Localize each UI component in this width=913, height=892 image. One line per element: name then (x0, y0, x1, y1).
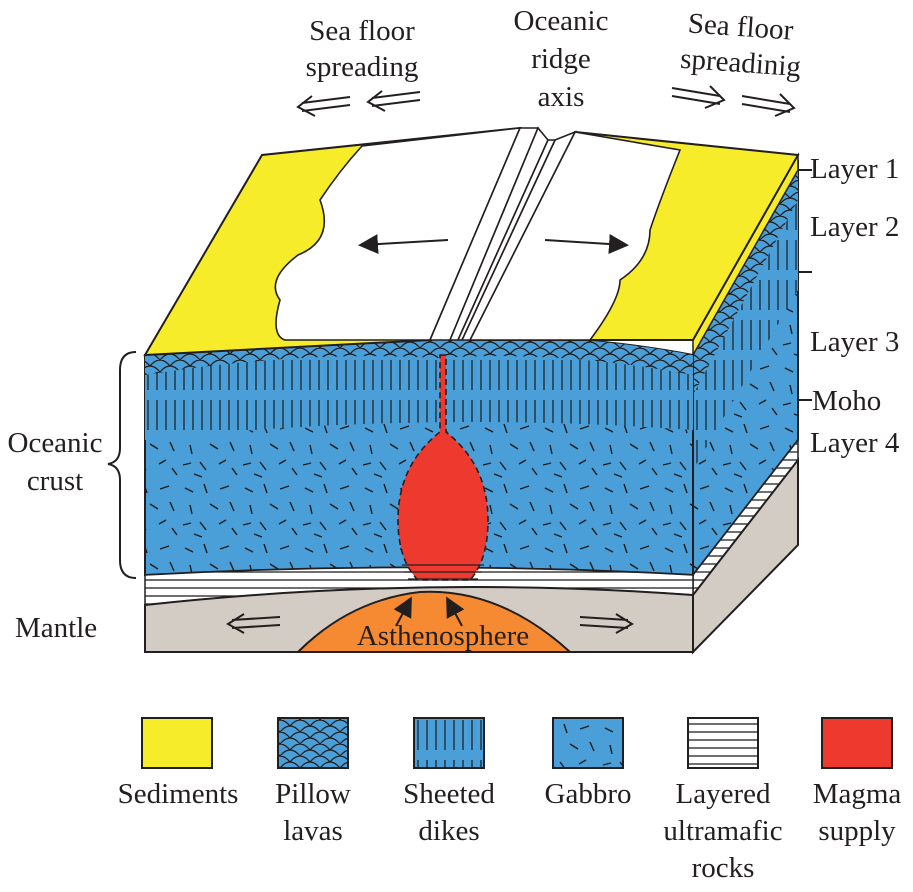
legend-label-sediments: Sediments (118, 778, 239, 810)
ridge-rift (428, 126, 577, 341)
label-moho: Moho (812, 385, 881, 417)
surface-arrows (358, 234, 629, 255)
front-face-dikes (145, 350, 693, 440)
magma-chamber (397, 354, 489, 581)
legend-swatch-pillow-lavas (277, 717, 349, 769)
legend-label-layered-2: ultramafic (663, 815, 782, 847)
top-right-floor (468, 131, 682, 341)
label-right-spreading: Sea floor spreadinig (679, 7, 802, 83)
asthenosphere-body (295, 590, 573, 653)
label-left-spreading: Sea floor spreading (306, 15, 419, 83)
label-layer-4: Layer 4 (810, 427, 900, 459)
legend-swatch-layered-ultramafic (687, 717, 759, 769)
legend-swatch-magma-supply (821, 717, 893, 769)
magma-arrows (393, 596, 465, 627)
label-ridge-axis: Oceanic ridge axis (514, 5, 609, 113)
block-diagram (143, 126, 800, 655)
label-oceanic-crust-1: Oceanic (8, 427, 103, 459)
side-label-ticks (798, 169, 812, 401)
label-asthenosphere: Asthenosphere (357, 620, 529, 652)
legend-label-layered-1: Layered (676, 778, 771, 810)
label-layer-3: Layer 3 (810, 326, 899, 358)
label-left-spreading-1: Sea floor (309, 15, 415, 47)
right-face-dikes (693, 200, 798, 470)
label-ridge-2: ridge (531, 43, 591, 75)
legend-label-dikes-1: Sheeted (403, 778, 495, 810)
legend-label-magma-2: supply (818, 815, 896, 847)
double-arrows-top (296, 85, 796, 117)
label-left-spreading-2: spreading (306, 51, 419, 83)
top-left-floor (274, 127, 522, 341)
label-oceanic-crust-2: crust (27, 465, 83, 497)
legend-swatch-sediments (141, 717, 213, 769)
label-layer-2: Layer 2 (810, 211, 899, 243)
legend-label-dikes-2: dikes (418, 815, 479, 847)
legend-label-layered-3: rocks (692, 852, 755, 884)
label-layer-1: Layer 1 (810, 153, 899, 185)
oceanic-crust-bracket (107, 351, 137, 579)
legend-label-pillow-1: Pillow (275, 778, 351, 810)
label-ridge-1: Oceanic (514, 5, 609, 37)
magma-chamber-lines (402, 564, 484, 580)
legend: Sediments Pillow lavas Sheeted dikes Gab… (118, 717, 902, 884)
legend-swatch-sheeted-dikes (413, 717, 485, 769)
legend-label-gabbro: Gabbro (545, 778, 632, 810)
label-right-spreading-2: spreadinig (679, 43, 802, 83)
double-arrows-mantle (226, 613, 634, 634)
label-right-spreading-1: Sea floor (687, 7, 795, 46)
legend-label-pillow-2: lavas (283, 815, 343, 847)
label-ridge-3: axis (538, 81, 585, 113)
label-mantle: Mantle (15, 612, 97, 644)
right-face-pillow (693, 160, 798, 395)
legend-swatch-gabbro (552, 717, 624, 769)
legend-label-magma-1: Magma (813, 778, 902, 810)
